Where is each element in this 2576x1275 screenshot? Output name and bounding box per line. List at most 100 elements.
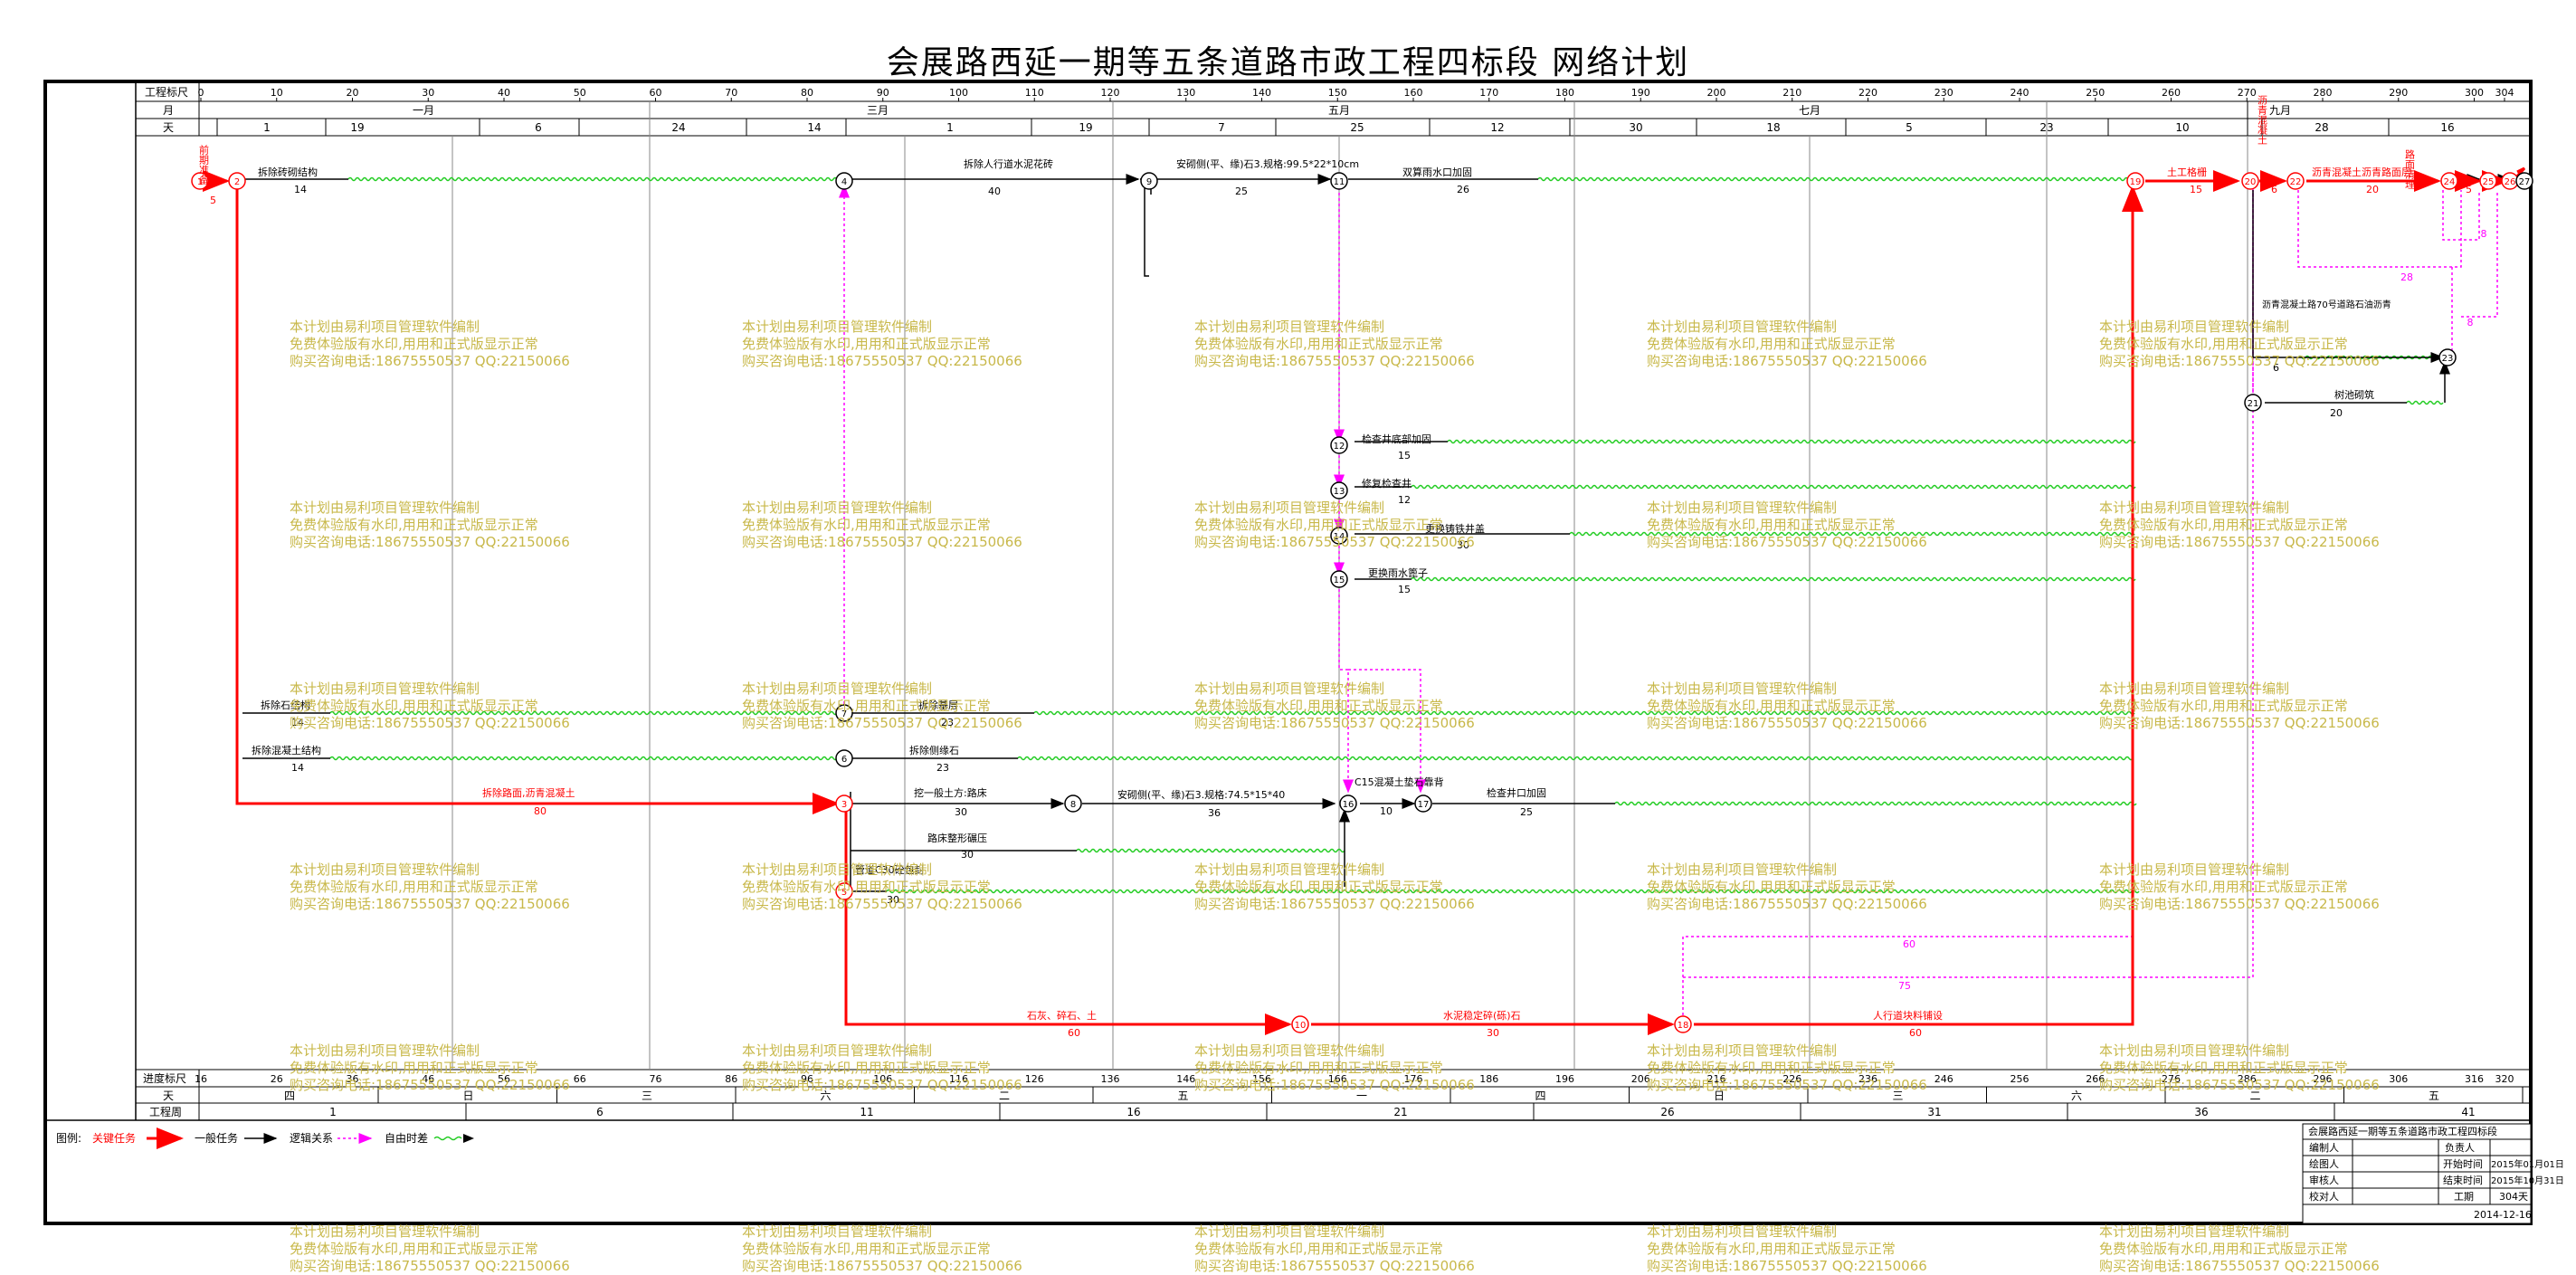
info-r1c2: 开始时间 <box>2443 1157 2483 1170</box>
top-day-label: 1 <box>946 121 954 134</box>
watermark-line: 购买咨询电话:18675550537 QQ:22150066 <box>290 534 570 550</box>
watermark-line: 免费体验版有水印,用用和正式版显示正常 <box>742 1241 991 1257</box>
weekday-label: 二 <box>999 1089 1010 1102</box>
node-24 <box>2440 172 2458 190</box>
top-scale-tick: 60 <box>650 87 662 99</box>
watermark-block: 本计划由易利项目管理软件编制免费体验版有水印,用用和正式版显示正常购买咨询电话:… <box>1194 680 1475 732</box>
watermark-line: 免费体验版有水印,用用和正式版显示正常 <box>1647 336 1896 352</box>
watermark-line: 免费体验版有水印,用用和正式版显示正常 <box>1647 879 1896 895</box>
task-label: 双算雨水口加固 <box>1402 166 1472 178</box>
month-label: 三月 <box>867 104 889 117</box>
node-1 <box>191 172 209 190</box>
task-duration: 23 <box>941 717 954 728</box>
legend-free-label: 自由时差 <box>385 1132 428 1145</box>
task-label: 拆除人行道水泥花砖 <box>964 157 1053 170</box>
top-scale-tick: 130 <box>1176 87 1195 99</box>
top-scale-tick: 170 <box>1479 87 1498 99</box>
task-label: 沥青混凝土沥青路面层 <box>2312 166 2411 178</box>
node-label: 12 <box>1334 442 1345 452</box>
top-scale-tick: 300 <box>2465 87 2484 99</box>
top-scale-tick: 304 <box>2495 87 2514 99</box>
watermark-line: 购买咨询电话:18675550537 QQ:22150066 <box>1194 534 1475 550</box>
top-day-label: 28 <box>2315 121 2328 134</box>
watermark-line: 购买咨询电话:18675550537 QQ:22150066 <box>2099 353 2380 369</box>
node-label: 18 <box>1678 1021 1689 1031</box>
task-duration: 14 <box>291 762 304 774</box>
bottom-scale-tick: 266 <box>2086 1073 2105 1085</box>
task-duration: 36 <box>1208 807 1221 819</box>
weekday-label: 五 <box>1177 1089 1188 1102</box>
task-label: 前期准备 <box>198 144 210 186</box>
info-r0c2: 负责人 <box>2445 1141 2475 1154</box>
node-13 <box>1330 481 1348 500</box>
watermark-line: 购买咨询电话:18675550537 QQ:22150066 <box>742 715 1022 731</box>
node-4 <box>835 172 853 190</box>
node-23 <box>2438 348 2457 366</box>
info-r0c0: 编制人 <box>2309 1141 2339 1154</box>
top-scale-tick: 160 <box>1404 87 1423 99</box>
watermark-block: 本计划由易利项目管理软件编制免费体验版有水印,用用和正式版显示正常购买咨询电话:… <box>742 861 1022 913</box>
watermark-line: 免费体验版有水印,用用和正式版显示正常 <box>1194 698 1443 714</box>
watermark-line: 本计划由易利项目管理软件编制 <box>1647 680 1838 697</box>
watermark-block: 本计划由易利项目管理软件编制免费体验版有水印,用用和正式版显示正常购买咨询电话:… <box>742 680 1022 732</box>
top-scale-tick: 290 <box>2389 87 2408 99</box>
task-duration: 30 <box>1487 1027 1499 1039</box>
weekday-label: 四 <box>1535 1089 1545 1102</box>
watermark-block: 本计划由易利项目管理软件编制免费体验版有水印,用用和正式版显示正常购买咨询电话:… <box>290 1223 570 1275</box>
watermark-line: 本计划由易利项目管理软件编制 <box>2099 1042 2290 1059</box>
top-scale-tick: 40 <box>498 87 510 99</box>
free-time-label: 8 <box>2467 317 2474 328</box>
weekday-label: 二 <box>2249 1089 2260 1102</box>
top-day-label: 24 <box>671 121 685 134</box>
node-17 <box>1414 794 1432 813</box>
task-duration: 14 <box>291 717 304 728</box>
top-scale-tick: 20 <box>347 87 359 99</box>
task-duration: 20 <box>2366 184 2379 195</box>
watermark-block: 本计划由易利项目管理软件编制免费体验版有水印,用用和正式版显示正常购买咨询电话:… <box>742 500 1022 551</box>
watermark-line: 免费体验版有水印,用用和正式版显示正常 <box>290 1060 538 1076</box>
info-r1c3: 2015年01月01日 <box>2491 1158 2564 1170</box>
bottom-scale-tick: 276 <box>2162 1073 2181 1085</box>
info-r3c3: 304天 <box>2499 1191 2528 1203</box>
watermark-block: 本计划由易利项目管理软件编制免费体验版有水印,用用和正式版显示正常购买咨询电话:… <box>290 319 570 370</box>
watermark-line: 免费体验版有水印,用用和正式版显示正常 <box>2099 336 2348 352</box>
node-label: 16 <box>1343 800 1355 810</box>
task-label: 石灰、碎石、土 <box>1027 1009 1097 1022</box>
bottom-scale-tick: 126 <box>1025 1073 1044 1085</box>
task-label: 检查井口加固 <box>1487 786 1546 799</box>
task-label: 土工格栅 <box>2167 166 2207 178</box>
watermark-line: 本计划由易利项目管理软件编制 <box>290 319 480 335</box>
task-label: 拆除混凝土结构 <box>252 744 321 756</box>
watermark-line: 本计划由易利项目管理软件编制 <box>290 1223 480 1240</box>
watermark-block: 本计划由易利项目管理软件编制免费体验版有水印,用用和正式版显示正常购买咨询电话:… <box>742 1223 1022 1275</box>
weekday-label: 五 <box>2429 1089 2439 1102</box>
node-11 <box>1330 172 1348 190</box>
node-label: 3 <box>841 800 847 810</box>
task-label: 更换铸铁井盖 <box>1425 522 1485 535</box>
node-5 <box>835 882 853 900</box>
info-r2c2: 结束时间 <box>2443 1175 2483 1186</box>
task-label: 拆除基层 <box>918 699 958 711</box>
weekday-label: 日 <box>1714 1089 1725 1102</box>
watermark-block: 本计划由易利项目管理软件编制免费体验版有水印,用用和正式版显示正常购买咨询电话:… <box>2099 1042 2380 1094</box>
watermark-line: 本计划由易利项目管理软件编制 <box>742 500 933 516</box>
watermark-line: 免费体验版有水印,用用和正式版显示正常 <box>742 879 991 895</box>
legend-prefix: 图例: <box>56 1132 81 1145</box>
info-table-title: 会展路西延一期等五条道路市政工程四标段 <box>2308 1125 2497 1137</box>
node-9 <box>1140 172 1158 190</box>
watermark-line: 免费体验版有水印,用用和正式版显示正常 <box>1194 879 1443 895</box>
watermark-line: 免费体验版有水印,用用和正式版显示正常 <box>742 517 991 533</box>
top-day-label: 6 <box>535 121 542 134</box>
info-date: 2014-12-16 <box>2474 1209 2532 1221</box>
watermark-line: 本计划由易利项目管理软件编制 <box>742 1042 933 1059</box>
task-label: 树池砌筑 <box>2334 388 2374 401</box>
watermark-line: 免费体验版有水印,用用和正式版显示正常 <box>2099 879 2348 895</box>
watermark-line: 免费体验版有水印,用用和正式版显示正常 <box>1194 517 1443 533</box>
watermark-block: 本计划由易利项目管理软件编制免费体验版有水印,用用和正式版显示正常购买咨询电话:… <box>2099 319 2380 370</box>
bottom-scale-tick: 86 <box>725 1073 737 1085</box>
watermark-line: 购买咨询电话:18675550537 QQ:22150066 <box>2099 1258 2380 1274</box>
node-7 <box>835 704 853 722</box>
watermark-line: 本计划由易利项目管理软件编制 <box>290 1042 480 1059</box>
top-scale-tick: 230 <box>1934 87 1953 99</box>
watermark-line: 购买咨询电话:18675550537 QQ:22150066 <box>2099 896 2380 912</box>
